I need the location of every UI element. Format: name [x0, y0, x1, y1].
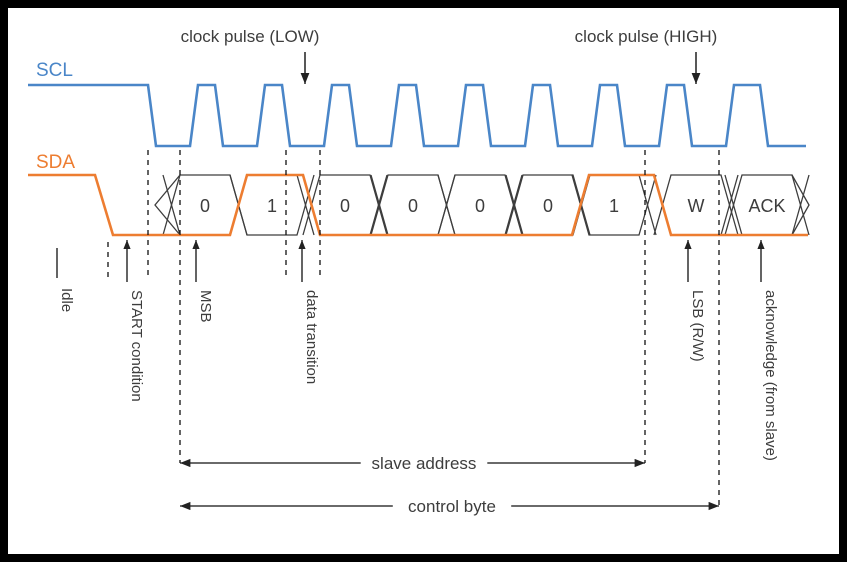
- idle-label: Idle: [58, 288, 75, 312]
- bit-value-label: 0: [475, 196, 485, 216]
- start-condition-label: START condition: [128, 290, 145, 402]
- bit-cell-start-chevron: [154, 174, 181, 236]
- bit-value-label: 0: [340, 196, 350, 216]
- scl-waveform: [28, 83, 806, 148]
- timing-diagram-svg: 0 1 0 0 0 0 1 W ACK SCL SDA clock pulse (LOW) clock …: [28, 27, 810, 516]
- slave-address-span-label: slave address: [372, 454, 477, 473]
- clock-pulse-high-label: clock pulse (HIGH): [575, 27, 718, 46]
- bit-cell-end-chevron: [791, 174, 810, 236]
- bit-value-label: 0: [408, 196, 418, 216]
- acknowledge-from-slave-label: acknowledge (from slave): [762, 290, 779, 461]
- clock-pulse-low-label: clock pulse (LOW): [181, 27, 320, 46]
- bit-value-label: 0: [543, 196, 553, 216]
- bit-value-label: W: [688, 196, 705, 216]
- bit-value-label: 0: [200, 196, 210, 216]
- control-byte-span-label: control byte: [408, 497, 496, 516]
- diagram-canvas: 0 1 0 0 0 0 1 W ACK SCL SDA clock pulse (LOW) clock …: [8, 8, 839, 554]
- bit-value-label: 1: [267, 196, 277, 216]
- lsb-rw-label: LSB (R/W): [689, 290, 706, 362]
- data-transition-label: data transition: [303, 290, 320, 384]
- signal-label-scl: SCL: [36, 60, 73, 81]
- bit-value-label: 1: [609, 196, 619, 216]
- sda-waveform: [28, 173, 808, 237]
- msb-label: MSB: [197, 290, 214, 323]
- signal-label-sda: SDA: [36, 152, 75, 173]
- bit-value-label: ACK: [748, 196, 785, 216]
